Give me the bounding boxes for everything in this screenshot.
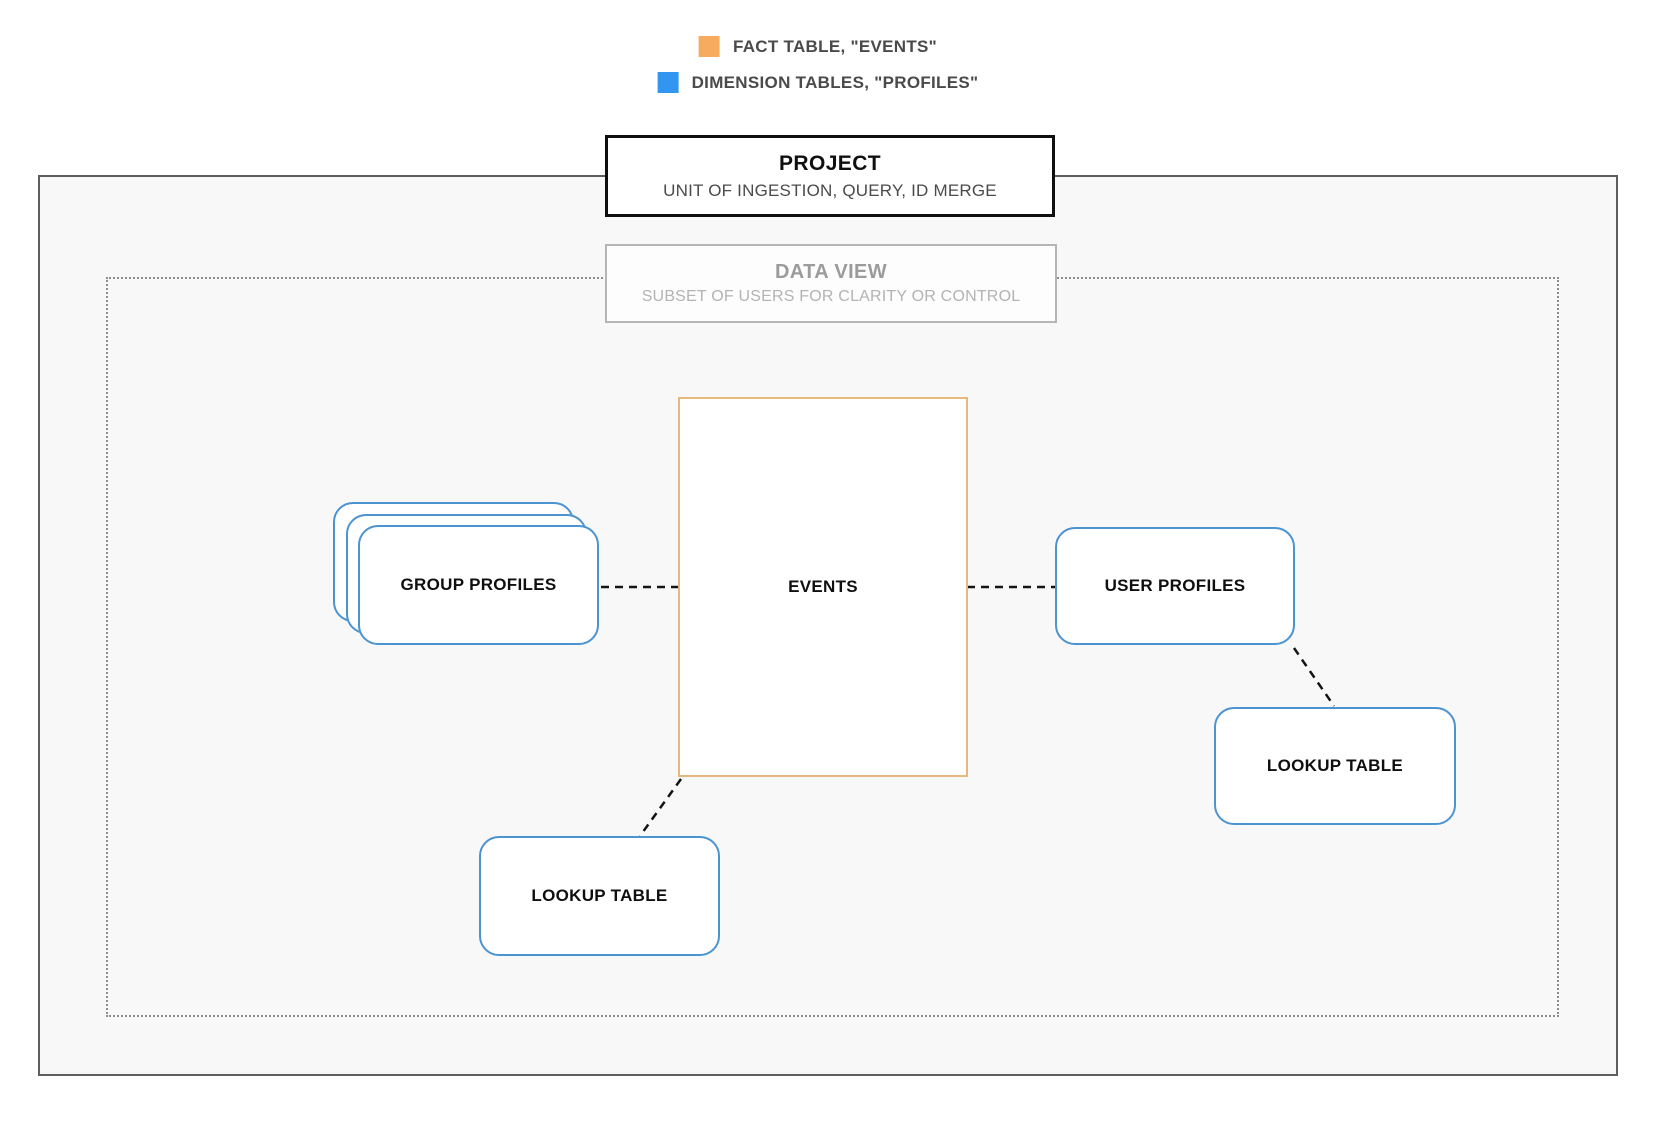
node-lookup-table-right: LOOKUP TABLE <box>1214 707 1456 825</box>
legend-item-dimension-tables: DIMENSION TABLES, "PROFILES" <box>657 72 979 93</box>
node-events: EVENTS <box>678 397 968 777</box>
node-lookup-table-right-label: LOOKUP TABLE <box>1266 756 1404 775</box>
legend-label-dimension: DIMENSION TABLES, "PROFILES" <box>691 72 979 92</box>
node-events-label: EVENTS <box>788 577 858 596</box>
project-subtitle: UNIT OF INGESTION, QUERY, ID MERGE <box>663 180 997 200</box>
legend-item-fact-table: FACT TABLE, "EVENTS" <box>698 36 938 57</box>
legend-label-fact: FACT TABLE, "EVENTS" <box>732 36 938 56</box>
node-lookup-table-bottom: LOOKUP TABLE <box>479 836 720 956</box>
data-view-title-box: DATA VIEW SUBSET OF USERS FOR CLARITY OR… <box>605 244 1057 323</box>
node-group-profiles-label: GROUP PROFILES <box>400 575 557 594</box>
node-group-profiles: GROUP PROFILES <box>358 525 599 645</box>
data-view-subtitle: SUBSET OF USERS FOR CLARITY OR CONTROL <box>641 288 1021 305</box>
dimension-color-swatch-icon <box>657 72 679 93</box>
data-view-title: DATA VIEW <box>774 261 888 283</box>
node-user-profiles-label: USER PROFILES <box>1104 576 1246 595</box>
project-title-box: PROJECT UNIT OF INGESTION, QUERY, ID MER… <box>605 135 1055 217</box>
project-title: PROJECT <box>779 151 881 175</box>
node-lookup-table-bottom-label: LOOKUP TABLE <box>531 886 668 905</box>
node-user-profiles: USER PROFILES <box>1055 527 1295 645</box>
legend: FACT TABLE, "EVENTS" DIMENSION TABLES, "… <box>657 36 979 93</box>
fact-color-swatch-icon <box>698 36 720 57</box>
